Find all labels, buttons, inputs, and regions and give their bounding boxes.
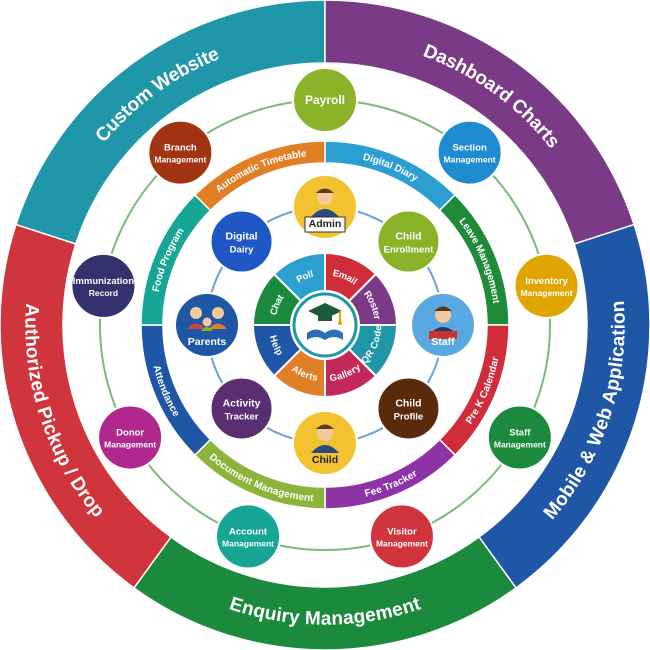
- module-circles: PayrollSectionManagementInventoryManagem…: [70, 67, 580, 570]
- inner-segment-roster[interactable]: Roster: [347, 272, 399, 326]
- module-circle[interactable]: [513, 252, 580, 319]
- module-sublabel: Management: [521, 288, 573, 298]
- center-logo: [292, 292, 358, 358]
- feature-sublabel: Tracker: [225, 411, 259, 422]
- role-label: Parents: [188, 336, 227, 348]
- module-sublabel: Management: [222, 538, 274, 548]
- person-icon: [311, 424, 339, 453]
- module-circle[interactable]: [292, 67, 358, 133]
- module-sublabel: Record: [89, 288, 118, 298]
- inner-segment-email[interactable]: Email: [324, 251, 378, 303]
- feature-label: Activity: [223, 397, 261, 409]
- center-logo-circle: [292, 292, 358, 358]
- module-payroll[interactable]: Payroll: [292, 67, 358, 133]
- role-label: Staff: [431, 336, 455, 348]
- feature-sublabel: Dairy: [230, 245, 254, 256]
- module-label: Branch: [164, 143, 197, 154]
- inner-segment-help[interactable]: Help: [251, 324, 303, 378]
- role-staff[interactable]: Staff: [410, 292, 476, 358]
- feature-label: Child: [395, 231, 421, 243]
- person-icon: [187, 307, 227, 331]
- role-child[interactable]: Child: [292, 410, 358, 476]
- module-sublabel: Management: [376, 538, 428, 548]
- module-circle[interactable]: [436, 119, 503, 186]
- graduation-book-icon: [307, 303, 343, 340]
- inner-segment-qr-code[interactable]: QR Code: [347, 324, 399, 378]
- module-sublabel: Management: [444, 155, 496, 165]
- module-circle[interactable]: [147, 119, 214, 186]
- inner-segment-gallery[interactable]: Gallery: [324, 347, 378, 399]
- module-sublabel: Management: [154, 155, 206, 165]
- inner-segment-alerts[interactable]: Alerts: [272, 347, 326, 399]
- feature-sublabel: Profile: [394, 411, 424, 422]
- feature-sublabel: Enrollment: [384, 245, 434, 256]
- module-label: Account: [229, 526, 268, 537]
- feature-label: Digital: [226, 231, 258, 243]
- feature-circle[interactable]: [209, 376, 274, 441]
- role-label: Admin: [309, 218, 342, 230]
- module-label: Donor: [116, 428, 144, 439]
- role-circle[interactable]: [292, 410, 358, 476]
- module-label: Inventory: [525, 276, 568, 287]
- feature-circle[interactable]: [209, 209, 274, 274]
- role-admin[interactable]: Admin: [292, 174, 358, 240]
- outer-segment-enquiry-management[interactable]: Enquiry Management: [132, 535, 518, 650]
- module-circle[interactable]: [70, 252, 137, 319]
- role-label: Child: [312, 454, 338, 466]
- module-sublabel: Management: [104, 440, 156, 450]
- role-parents[interactable]: Parents: [174, 292, 240, 358]
- module-label: Staff: [509, 428, 531, 439]
- feature-label: Child: [395, 397, 421, 409]
- module-sublabel: Management: [494, 440, 546, 450]
- module-label: Immunization: [73, 276, 134, 287]
- middle-segment-automatic-timetable[interactable]: Automatic Timetable: [193, 140, 326, 212]
- module-label: Section: [452, 143, 487, 154]
- module-circle[interactable]: [486, 404, 553, 471]
- module-label: Visitor: [387, 526, 417, 537]
- module-label: Payroll: [305, 93, 345, 107]
- feature-circle[interactable]: [376, 209, 441, 274]
- inner-segment-poll[interactable]: Poll: [272, 251, 326, 303]
- person-icon: [311, 188, 339, 217]
- role-circle[interactable]: [410, 292, 476, 358]
- inner-segment-shape[interactable]: [272, 251, 326, 303]
- person-icon: [429, 306, 457, 339]
- module-circle[interactable]: [215, 503, 282, 570]
- feature-circles: ChildEnrollmentChildProfileActivityTrack…: [209, 209, 441, 441]
- role-label-box: [304, 216, 346, 233]
- feature-circle[interactable]: [376, 376, 441, 441]
- module-circle[interactable]: [368, 503, 435, 570]
- module-circle[interactable]: [97, 404, 164, 471]
